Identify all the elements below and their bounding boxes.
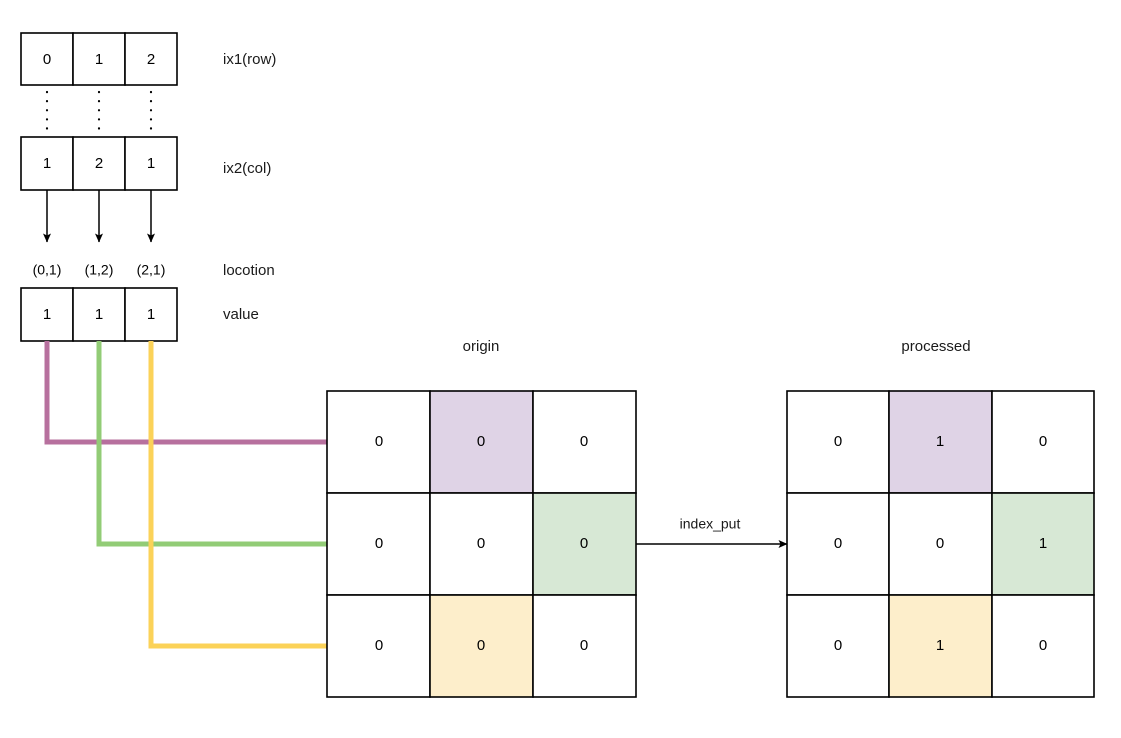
- origin-cell-2-2: [532, 594, 637, 698]
- origin-cell-0-0-value: 0: [375, 433, 383, 450]
- processed-cell-2-0: [786, 594, 890, 698]
- processed-cell-0-2: [991, 390, 1095, 494]
- processed-cell-0-1-value: 1: [936, 433, 944, 450]
- location-value-1: (1,2): [85, 262, 114, 278]
- origin-title: origin: [463, 338, 500, 355]
- origin-cell-1-1: [429, 492, 534, 596]
- processed-cell-2-2-value: 0: [1039, 637, 1047, 654]
- origin-cell-1-2-value: 0: [580, 535, 588, 552]
- origin-cell-2-1: [429, 594, 534, 698]
- index-put-operation: index_put: [636, 516, 788, 548]
- origin-cell-0-1-value: 0: [477, 433, 485, 450]
- processed-cell-0-1: [888, 390, 993, 494]
- location-label: locotion: [223, 262, 275, 279]
- origin-cell-1-2: [532, 492, 637, 596]
- processed-cell-0-2-value: 0: [1039, 433, 1047, 450]
- value-array: 1 1 1 value: [20, 287, 259, 342]
- processed-cell-2-0-value: 0: [834, 637, 842, 654]
- processed-cell-2-1: [888, 594, 993, 698]
- location-value-2: (2,1): [137, 262, 166, 278]
- origin-cell-0-2: [532, 390, 637, 494]
- processed-cell-2-1-value: 1: [936, 637, 944, 654]
- ix2-location-arrows: [43, 190, 155, 243]
- value-cell-0-value: 1: [43, 306, 51, 323]
- ix1-ix2-dotted-connectors: [45, 90, 153, 137]
- ix1-cell-1-value: 1: [95, 51, 103, 68]
- location-row: (0,1) (1,2) (2,1) locotion: [33, 262, 275, 279]
- ix2-label: ix2(col): [223, 160, 271, 177]
- ix2-cell-2: [124, 136, 178, 191]
- processed-cell-0-0: [786, 390, 890, 494]
- processed-cell-1-0-value: 0: [834, 535, 842, 552]
- value-label: value: [223, 306, 259, 323]
- processed-cell-0-0-value: 0: [834, 433, 842, 450]
- processed-cell-1-1-value: 0: [936, 535, 944, 552]
- ix1-cell-0-value: 0: [43, 51, 51, 68]
- origin-cell-2-2-value: 0: [580, 637, 588, 654]
- origin-cell-2-0-value: 0: [375, 637, 383, 654]
- location-value-0: (0,1): [33, 262, 62, 278]
- origin-cell-1-1-value: 0: [477, 535, 485, 552]
- origin-cell-1-0: [326, 492, 431, 596]
- ix1-cell-2-value: 2: [147, 51, 155, 68]
- value-cell-1-value: 1: [95, 306, 103, 323]
- value-cell-2-value: 1: [147, 306, 155, 323]
- processed-title: processed: [901, 338, 970, 355]
- ix1-label: ix1(row): [223, 51, 276, 68]
- ix2-cell-0-value: 1: [43, 155, 51, 172]
- ix1-cell-1: [72, 32, 126, 86]
- processed-cell-1-2-value: 1: [1039, 535, 1047, 552]
- origin-cell-1-0-value: 0: [375, 535, 383, 552]
- connector-purple: [44, 341, 438, 450]
- origin-cell-2-1-value: 0: [477, 637, 485, 654]
- ix2-cell-1-value: 2: [95, 155, 103, 172]
- value-cell-2: [124, 287, 178, 342]
- origin-cell-2-0: [326, 594, 431, 698]
- origin-cell-0-2-value: 0: [580, 433, 588, 450]
- ix1-cell-0: [20, 32, 74, 86]
- ix2-cell-2-value: 1: [147, 155, 155, 172]
- processed-matrix: processed 0 1 0 0 0 1 0 1 0: [786, 338, 1095, 698]
- processed-cell-1-1: [888, 492, 993, 596]
- ix1-row-array: 0 1 2 ix1(row): [20, 32, 276, 86]
- origin-cell-0-1: [429, 390, 534, 494]
- index-put-label: index_put: [680, 516, 741, 532]
- ix1-cell-2: [124, 32, 178, 86]
- processed-cell-2-2: [991, 594, 1095, 698]
- origin-matrix: origin 0 0 0 0 0 0 0 0 0: [326, 338, 637, 698]
- ix2-col-array: 1 2 1 ix2(col): [20, 136, 271, 191]
